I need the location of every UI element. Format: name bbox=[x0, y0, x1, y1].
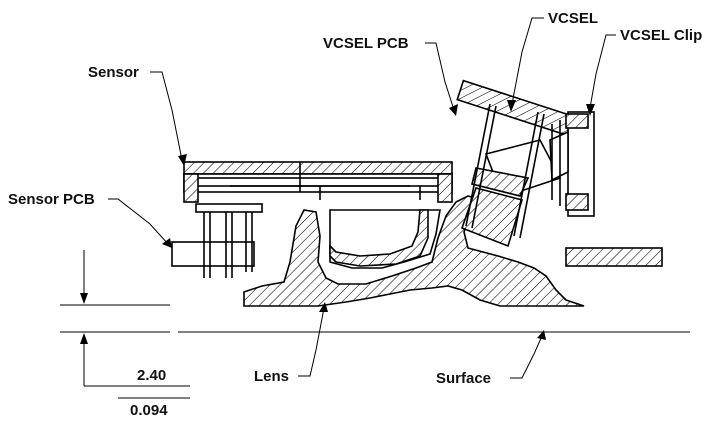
label-sensor: Sensor bbox=[88, 64, 139, 81]
sensor-package bbox=[183, 161, 453, 203]
sensor-pcb bbox=[171, 241, 255, 267]
vcsel-device bbox=[460, 103, 562, 248]
vcsel-clip bbox=[549, 111, 595, 217]
label-surface: Surface bbox=[436, 370, 491, 387]
dimension-inch: 0.094 bbox=[130, 402, 168, 419]
label-vcsel-clip: VCSEL Clip bbox=[620, 27, 702, 44]
label-sensor-pcb: Sensor PCB bbox=[8, 191, 95, 208]
leader-lines bbox=[108, 17, 616, 379]
label-vcsel-pcb: VCSEL PCB bbox=[323, 35, 409, 52]
base-rail-right bbox=[565, 247, 663, 267]
sensor-pins bbox=[195, 203, 263, 278]
dimension-mm: 2.40 bbox=[137, 367, 166, 384]
label-vcsel: VCSEL bbox=[548, 10, 598, 27]
reference-lines bbox=[60, 304, 690, 333]
dimension-arrows bbox=[80, 250, 190, 399]
label-lens: Lens bbox=[254, 368, 289, 385]
